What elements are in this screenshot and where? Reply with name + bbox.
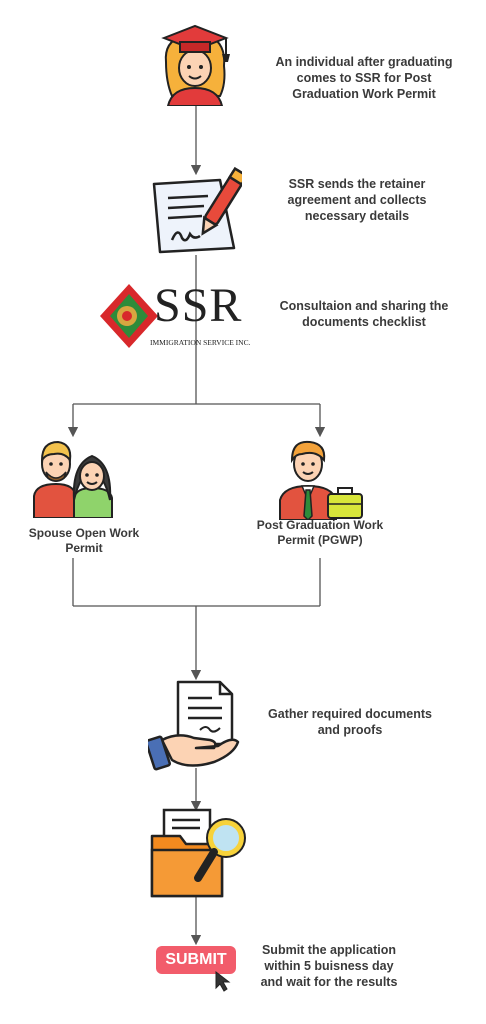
folder-search-icon — [150, 808, 246, 898]
ssr-logo-tagline: IMMIGRATION SERVICE INC. — [150, 338, 251, 347]
step-text-retainer: SSR sends the retainer agreement and col… — [287, 177, 427, 223]
couple-icon — [33, 440, 113, 518]
ssr-logo-emblem-icon — [100, 284, 158, 348]
submit-graphic: SUBMIT — [156, 946, 238, 992]
ssr-logo-name: SSR — [154, 279, 243, 332]
submit-button[interactable]: SUBMIT — [156, 946, 236, 974]
hand-document-icon — [148, 680, 240, 771]
agreement-document-icon — [152, 166, 242, 254]
graduate-icon — [161, 24, 230, 106]
step-text-submit: Submit the application within 5 buisness… — [260, 943, 398, 989]
worker-briefcase-icon — [279, 440, 363, 520]
ssr-logo: SSR IMMIGRATION SERVICE INC. — [100, 279, 260, 352]
step-text-graduate: An individual after graduating comes to … — [275, 55, 453, 101]
step-text-gather: Gather required documents and proofs — [268, 707, 432, 737]
branch-text-pgwp: Post Graduation Work Permit (PGWP) — [256, 518, 384, 547]
branch-text-spouse: Spouse Open Work Permit — [28, 526, 140, 555]
step-text-consultation: Consultaion and sharing the documents ch… — [279, 299, 449, 329]
cursor-arrow-icon — [215, 970, 231, 992]
